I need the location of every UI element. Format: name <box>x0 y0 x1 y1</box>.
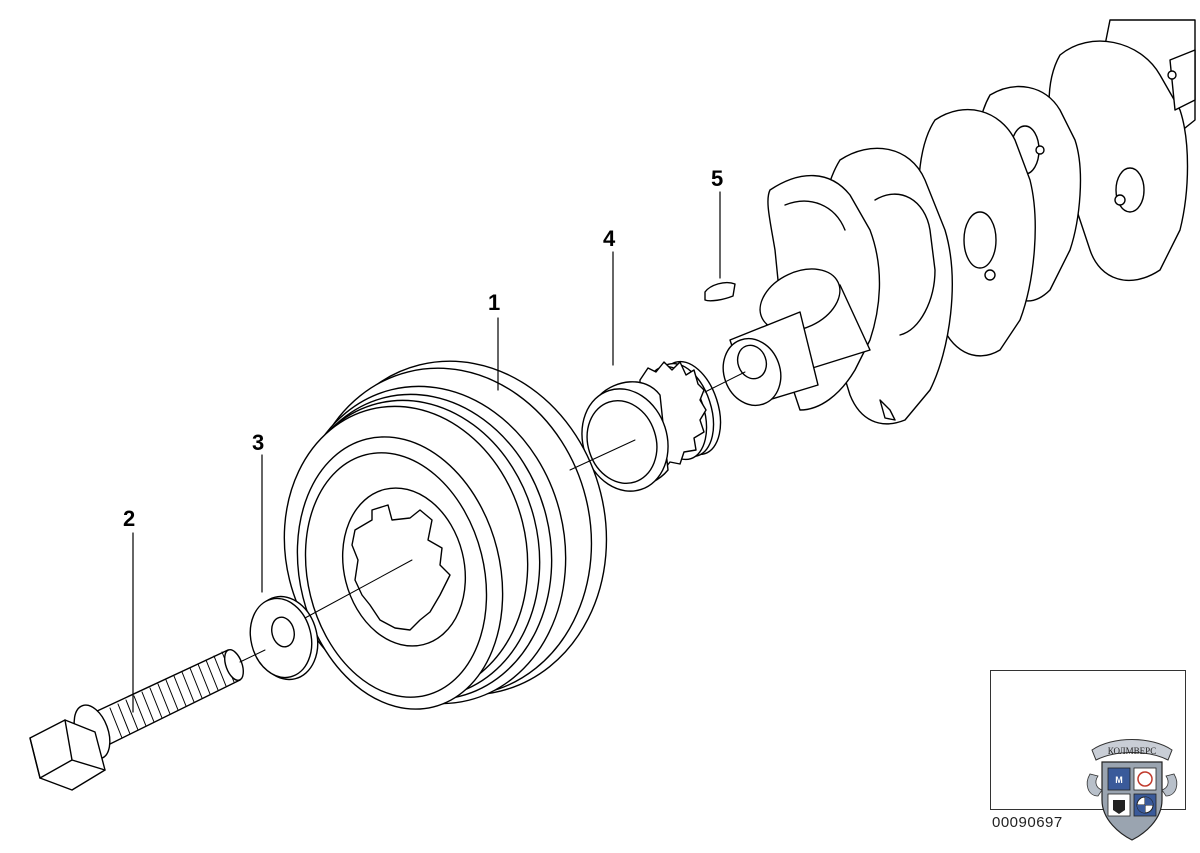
assembly-axis-lines <box>239 371 746 663</box>
woodruff-key <box>704 281 736 302</box>
callout-5: 5 <box>711 166 724 191</box>
callout-3: 3 <box>252 430 265 455</box>
crankshaft <box>722 19 1196 425</box>
callout-2: 2 <box>123 506 136 531</box>
sprocket <box>581 360 722 492</box>
callout-leaders <box>132 191 721 713</box>
hex-bolt <box>29 649 244 791</box>
watermark-logo: КОЛМВЕРС M <box>1086 739 1178 841</box>
callout-4: 4 <box>603 226 616 251</box>
vibration-damper <box>283 360 608 710</box>
svg-text:M: M <box>1115 775 1123 785</box>
washer <box>249 595 319 681</box>
svg-text:КОЛМВЕРС: КОЛМВЕРС <box>1108 746 1157 756</box>
callout-1: 1 <box>488 290 501 315</box>
diagram-number: 00090697 <box>992 814 1063 831</box>
